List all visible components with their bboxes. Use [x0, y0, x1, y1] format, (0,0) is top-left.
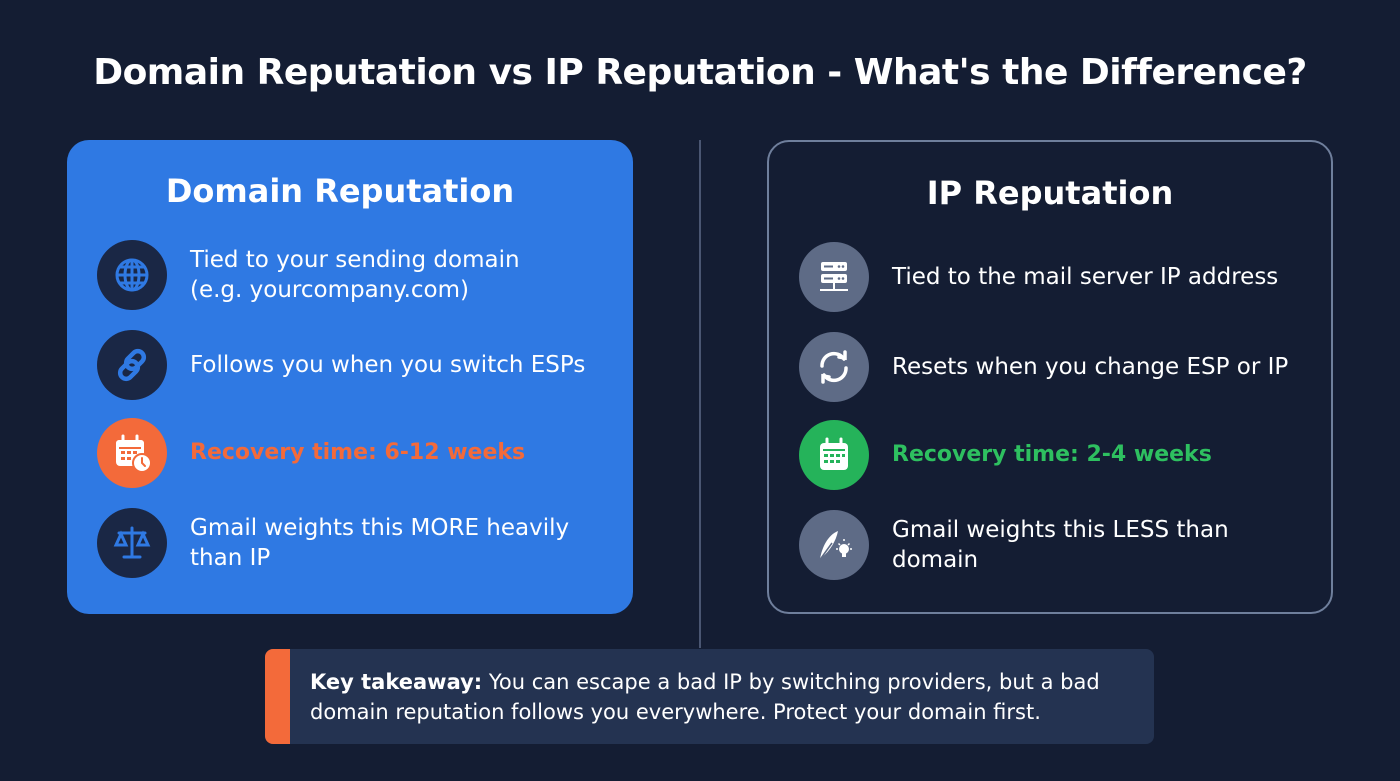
- globe-icon: [97, 240, 167, 310]
- domain-reputation-card: Domain Reputation Tied to your sending d…: [67, 140, 633, 614]
- takeaway-label: Key takeaway:: [310, 670, 483, 694]
- page-title: Domain Reputation vs IP Reputation - Wha…: [93, 52, 1307, 93]
- ip-reputation-card: IP Reputation Tied to the mail server IP…: [767, 140, 1333, 614]
- recovery-time-text: Recovery time: 6-12 weeks: [190, 440, 526, 465]
- recovery-time-text: Recovery time: 2-4 weeks: [892, 442, 1212, 467]
- item-text-line1: Tied to the mail server IP address: [892, 264, 1279, 290]
- refresh-icon: [799, 332, 869, 402]
- ip-item-server-ip: Tied to the mail server IP address: [799, 242, 1278, 312]
- feather-bulb-icon: [799, 510, 869, 580]
- ip-item-recovery-time: Recovery time: 2-4 weeks: [799, 420, 1212, 490]
- scales-icon: [97, 508, 167, 578]
- item-text-line1: Gmail weights this MORE heavily: [190, 515, 570, 541]
- domain-item-follows-esp: Follows you when you switch ESPs: [97, 330, 585, 400]
- item-text-line2: (e.g. yourcompany.com): [190, 277, 469, 303]
- item-text-line1: Resets when you change ESP or IP: [892, 354, 1289, 380]
- takeaway-accent-bar: [265, 649, 290, 744]
- server-icon: [799, 242, 869, 312]
- ip-item-gmail-weight: Gmail weights this LESS than domain: [799, 510, 1229, 580]
- item-text-line1: Tied to your sending domain: [190, 247, 520, 273]
- calendar-icon: [799, 420, 869, 490]
- center-divider: [699, 140, 701, 648]
- item-text-line2: domain: [892, 547, 979, 573]
- calendar-clock-icon: [97, 418, 167, 488]
- domain-item-gmail-weight: Gmail weights this MORE heavily than IP: [97, 508, 569, 578]
- link-icon: [97, 330, 167, 400]
- item-text-line1: Gmail weights this LESS than: [892, 517, 1229, 543]
- domain-card-title: Domain Reputation: [165, 172, 515, 210]
- domain-item-recovery-time: Recovery time: 6-12 weeks: [97, 418, 525, 488]
- ip-item-resets: Resets when you change ESP or IP: [799, 332, 1288, 402]
- takeaway-text: Key takeaway: You can escape a bad IP by…: [310, 667, 1140, 727]
- domain-item-sending-domain: Tied to your sending domain (e.g. yourco…: [97, 240, 520, 310]
- ip-card-title: IP Reputation: [926, 174, 1174, 212]
- item-text-line2: than IP: [190, 545, 271, 571]
- takeaway-body: You can escape a bad IP by switching pro…: [310, 670, 1100, 724]
- item-text-line1: Follows you when you switch ESPs: [190, 352, 586, 378]
- key-takeaway-box: Key takeaway: You can escape a bad IP by…: [265, 649, 1154, 744]
